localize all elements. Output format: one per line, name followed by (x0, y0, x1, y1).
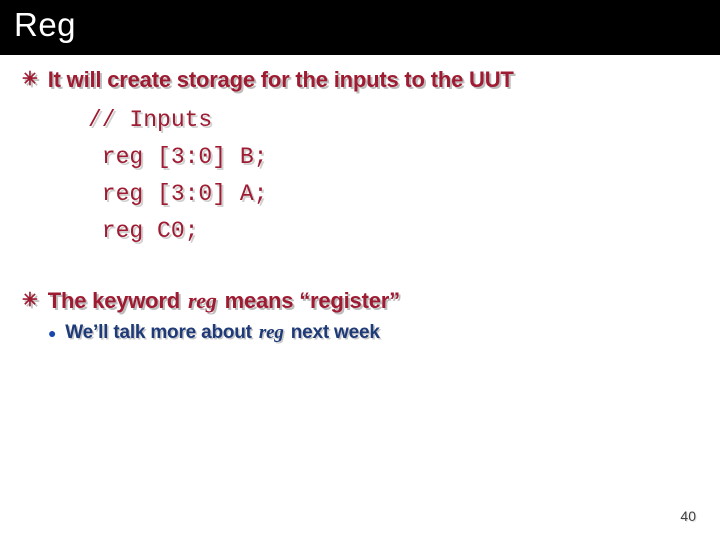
sub-bullet-text-after: next week (285, 322, 380, 343)
code-line: reg [3:0] B; (88, 144, 268, 170)
bullet-text-after: means “register” (218, 288, 401, 313)
sub-bullet-item-next-week: ● We’ll talk more about reg next week (48, 322, 380, 344)
code-line: // Inputs (88, 107, 213, 133)
sub-bullet-text-before: We’ll talk more about (65, 322, 257, 343)
bullet-item-keyword: ✳ The keyword reg means “register” (22, 288, 400, 314)
bullet-text-before: The keyword (47, 288, 186, 313)
bullet-text: The keyword reg means “register” (48, 288, 400, 314)
dot-bullet-icon: ● (48, 325, 57, 341)
sub-bullet-text: We’ll talk more about reg next week (65, 322, 380, 344)
asterisk-bullet-icon: ✳ (22, 290, 38, 311)
keyword-reg-italic: reg (258, 322, 284, 343)
page-number: 40 (680, 508, 696, 524)
asterisk-bullet-icon: ✳ (22, 69, 38, 90)
code-line: reg [3:0] A; (88, 181, 268, 207)
slide-title: Reg (14, 6, 77, 43)
bullet-text: It will create storage for the inputs to… (47, 67, 514, 92)
bullet-item-storage: ✳ It will create storage for the inputs … (22, 67, 514, 93)
code-line: reg C0; (88, 218, 199, 244)
keyword-reg-italic: reg (187, 288, 217, 313)
verilog-code-block: // Inputs reg [3:0] B; reg [3:0] A; reg … (88, 102, 267, 250)
title-bar: Reg (0, 0, 720, 55)
